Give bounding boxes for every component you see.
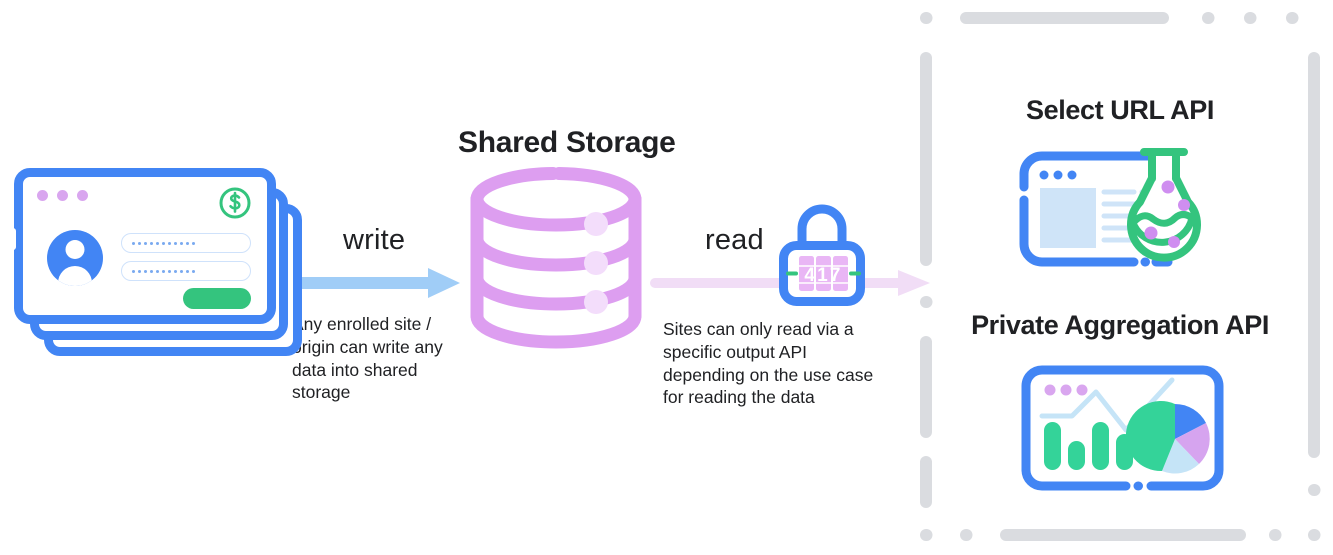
window-dot-3 — [77, 190, 88, 201]
dollar-circle-icon — [217, 185, 253, 221]
browser-with-charts-icon — [1020, 364, 1225, 494]
password-field-2[interactable] — [121, 261, 251, 281]
password-field-1[interactable] — [121, 233, 251, 253]
window-dots — [37, 190, 88, 201]
private-aggregation-api-title: Private Aggregation API — [971, 310, 1269, 340]
avatar-body — [58, 266, 92, 286]
read-label: read — [705, 224, 764, 256]
window-dot-1 — [37, 190, 48, 201]
select-url-api-title: Select URL API — [1026, 95, 1214, 125]
output-apis-panel: Select URL API — [920, 12, 1321, 542]
browser-with-flask-icon — [1012, 144, 1232, 269]
submit-button[interactable] — [183, 288, 251, 309]
write-label: write — [343, 224, 406, 256]
lock-combination-digits: 417 — [804, 265, 842, 286]
browser-card-front — [14, 168, 276, 324]
combination-lock-icon: 417 — [778, 203, 866, 306]
avatar-head — [65, 240, 85, 259]
dashed-border — [920, 12, 1321, 541]
window-dot-2 — [57, 190, 68, 201]
source-sites-illustration — [3, 168, 304, 368]
database-cylinder-icon — [468, 165, 644, 350]
write-description: Any enrolled site / origin can write any… — [292, 314, 443, 403]
write-arrow-icon — [289, 266, 464, 300]
card-edge-notch — [3, 228, 16, 250]
shared-storage-title: Shared Storage — [458, 126, 676, 159]
read-description: Sites can only read via a specific outpu… — [663, 319, 874, 408]
user-avatar-icon — [47, 230, 103, 286]
